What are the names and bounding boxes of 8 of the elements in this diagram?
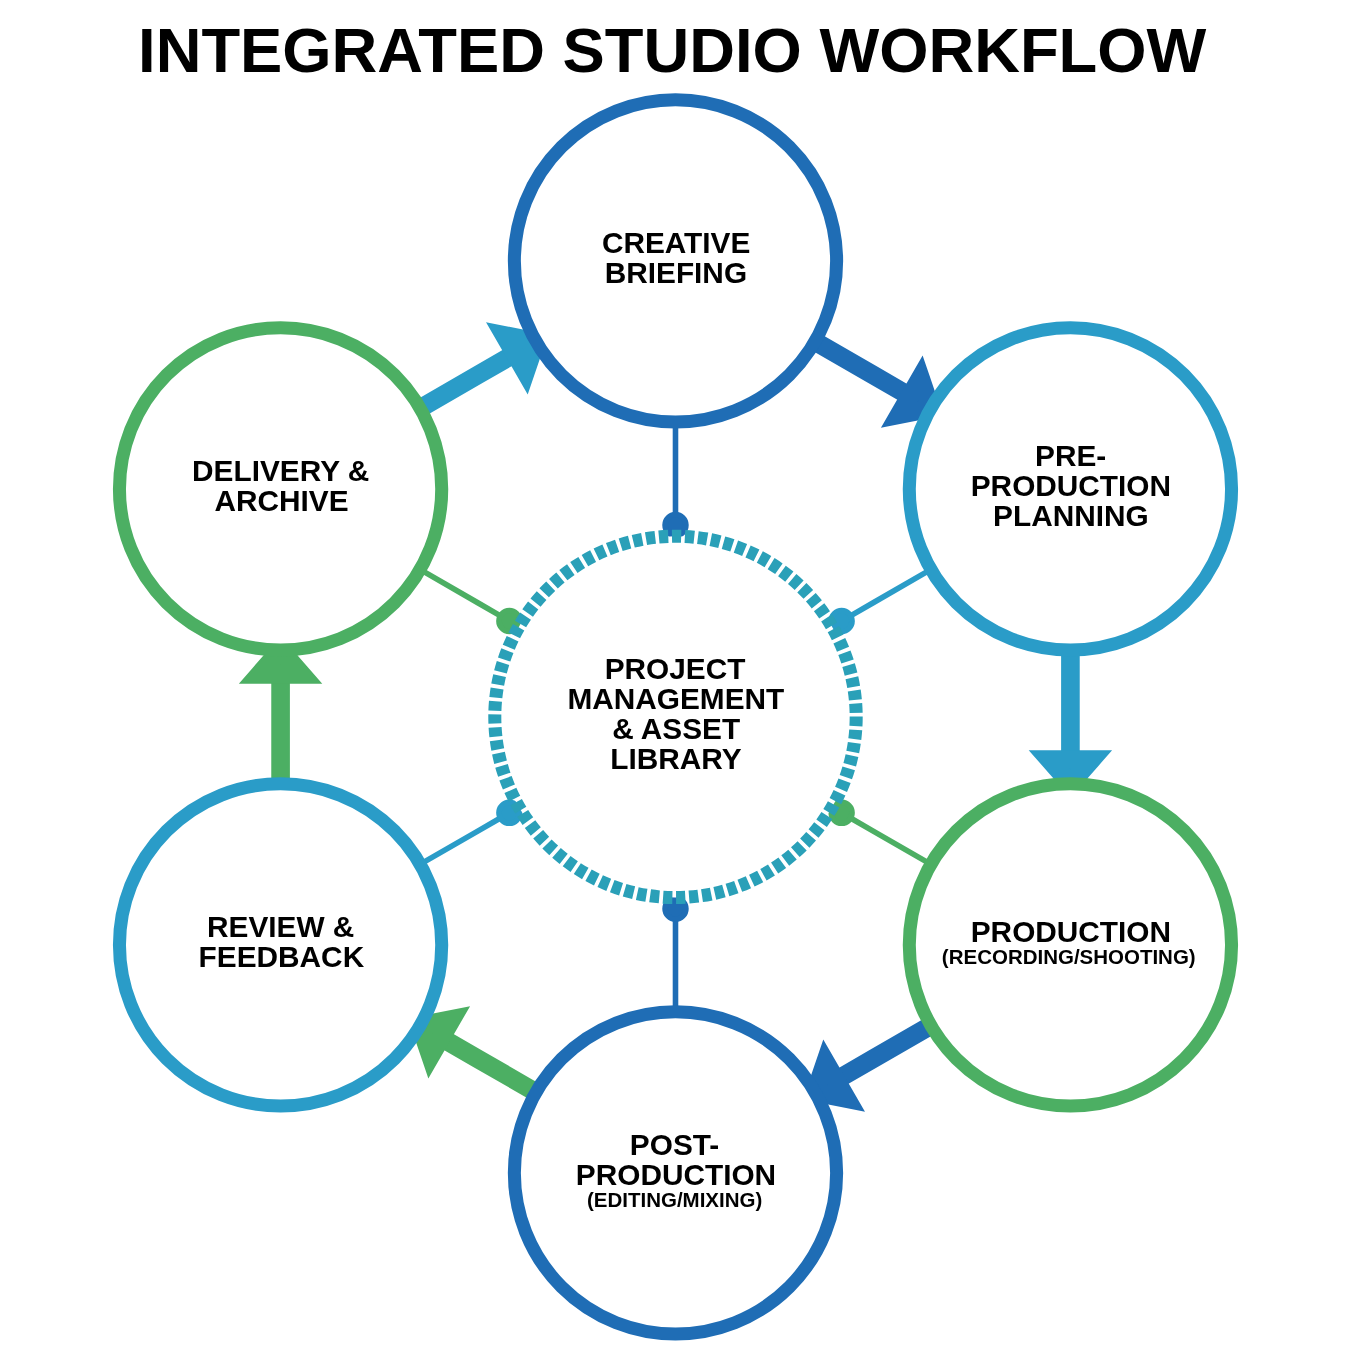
diagram-title: INTEGRATED STUDIO WORKFLOW [137,15,1206,86]
node-circle: PRODUCTION (RECORDING/SHOOTING) [902,777,1238,1113]
node-circle: POST-PRODUCTION (EDITING/MIXING) [507,1005,843,1341]
node-circle: PRE-PRODUCTION PLANNING [902,321,1238,657]
node-circle: CREATIVE BRIEFING [507,93,843,429]
node-circle: PROJECT MANAGEMENT & ASSET LIBRARY [487,529,863,905]
node-circle: REVIEW & FEEDBACK [112,777,448,1113]
node-circle: DELIVERY & ARCHIVE [112,321,448,657]
